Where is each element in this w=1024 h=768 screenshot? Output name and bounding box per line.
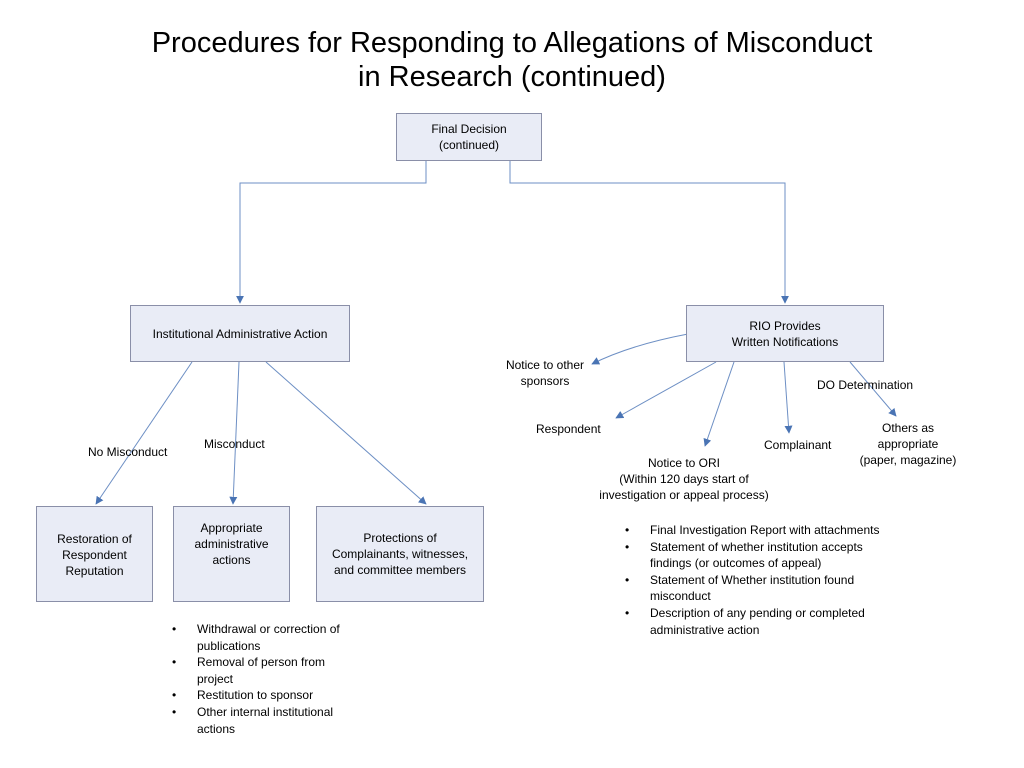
label-line: appropriate [877, 437, 939, 451]
misconduct-label: Misconduct [204, 437, 265, 451]
node-text: RIO Provides [749, 318, 821, 333]
connector-to-restoration [95, 361, 193, 505]
list-item: Final Investigation Report with attachme… [621, 522, 896, 539]
notice-sponsors-label: Notice to other sponsors [500, 357, 590, 389]
node-text: Written Notifications [731, 334, 839, 349]
label-line: investigation or appeal process) [599, 488, 769, 502]
others-label: Others as appropriate (paper, magazine) [852, 420, 964, 468]
node-text: administrative [194, 537, 269, 551]
label-line: Notice to ORI [647, 456, 721, 470]
complainant-label: Complainant [764, 438, 832, 452]
node-text: and committee members [333, 563, 467, 577]
notice-ori-label: Notice to ORI (Within 120 days start of … [584, 455, 784, 503]
node-text: actions [212, 553, 251, 567]
connector-to-notice-sponsors [591, 333, 689, 365]
final-decision-node: Final Decision (continued) [396, 113, 542, 161]
node-text: Restoration of [57, 532, 132, 546]
list-item: Statement of whether institution accepts… [621, 539, 896, 572]
node-text: Complainants, witnesses, [331, 547, 469, 561]
list-item: Withdrawal or correction of publications [168, 621, 353, 654]
title-line-1: Procedures for Responding to Allegations… [151, 27, 873, 59]
do-determination-label: DO Determination [817, 378, 914, 392]
list-item: Other internal institutional actions [168, 704, 353, 737]
node-text: Respondent [62, 548, 127, 562]
admin-actions-list: Withdrawal or correction of publications… [168, 621, 353, 737]
connector-to-appropriate [229, 361, 240, 505]
list-item: Statement of Whether institution found m… [621, 572, 896, 605]
page-title: Procedures for Responding to Allegations… [0, 26, 1024, 94]
respondent-label: Respondent [536, 422, 601, 436]
restoration-node: Restoration of Respondent Reputation [36, 506, 153, 602]
label-line: sponsors [520, 374, 570, 388]
no-misconduct-label: No Misconduct [88, 445, 168, 459]
connector-to-protections [265, 361, 427, 505]
institutional-action-node: Institutional Administrative Action [130, 305, 350, 362]
label-line: (Within 120 days start of [619, 472, 749, 486]
connector-to-complainant [783, 361, 793, 434]
list-item: Restitution to sponsor [168, 687, 353, 704]
label-line: (paper, magazine) [859, 453, 957, 467]
title-line-2: in Research (continued) [358, 61, 666, 93]
rio-node: RIO Provides Written Notifications [686, 305, 884, 362]
connector-to-notice-ori [703, 361, 735, 447]
node-text: Appropriate [200, 521, 263, 535]
label-line: Others as [881, 421, 935, 435]
list-item: Description of any pending or completed … [621, 605, 896, 638]
node-text: Institutional Administrative Action [152, 326, 328, 341]
node-text: Reputation [65, 564, 124, 578]
node-text: (continued) [438, 138, 500, 152]
list-item: Removal of person from project [168, 654, 353, 687]
protections-node: Protections of Complainants, witnesses, … [316, 506, 484, 602]
connector-to-others [849, 361, 897, 417]
connector-final-to-rio [509, 160, 789, 304]
label-line: Notice to other [505, 358, 585, 372]
connector-to-respondent [615, 361, 717, 419]
appropriate-actions-node: Appropriate administrative actions [173, 506, 290, 602]
node-text: Final Decision [431, 122, 507, 136]
ori-report-list: Final Investigation Report with attachme… [621, 522, 896, 638]
connector-final-to-institutional [236, 160, 427, 304]
node-text: Protections of [363, 531, 437, 545]
